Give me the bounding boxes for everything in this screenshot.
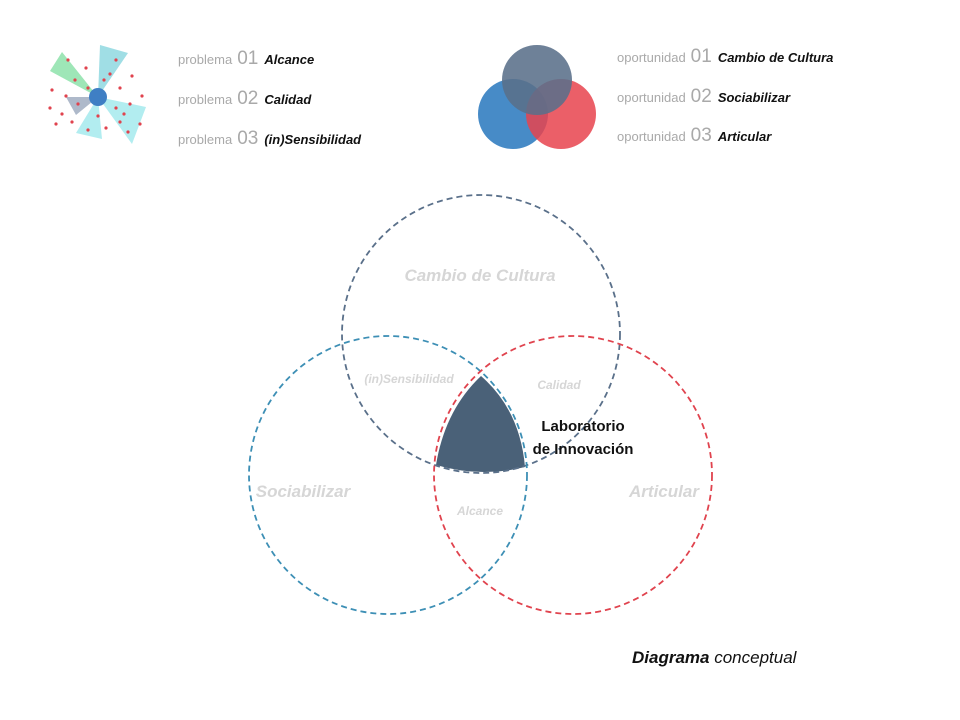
circle-right xyxy=(433,335,713,615)
caption-bold: Diagrama xyxy=(632,648,710,667)
problem-item-3: problema 03 (in)Sensibilidad xyxy=(178,128,361,150)
opportunity-word: oportunidad xyxy=(617,90,686,105)
circle-top-label: Cambio de Cultura xyxy=(404,266,555,285)
fan-scatter-icon xyxy=(48,45,146,144)
opportunity-item-3: oportunidad 03 Articular xyxy=(617,125,771,147)
problem-word: problema xyxy=(178,132,233,147)
circle-left xyxy=(248,335,528,615)
circle-right-label: Articular xyxy=(628,482,700,501)
three-circle-venn-icon xyxy=(478,45,596,149)
diagram-caption: Diagrama conceptual xyxy=(632,648,796,668)
circle-top xyxy=(341,194,621,474)
opportunity-item-2: oportunidad 02 Sociabilizar xyxy=(617,86,790,108)
opportunity-title: Cambio de Cultura xyxy=(717,50,834,65)
problem-title: Calidad xyxy=(264,92,312,107)
center-intersection-region xyxy=(436,376,525,473)
opportunity-word: oportunidad xyxy=(617,50,686,65)
opportunity-number: 02 xyxy=(690,86,712,107)
overlap-top-left-label: (in)Sensibilidad xyxy=(364,372,454,386)
opportunity-word: oportunidad xyxy=(617,129,686,144)
overlap-top-right-label: Calidad xyxy=(537,378,581,392)
problem-word: problema xyxy=(178,92,233,107)
opportunity-number: 01 xyxy=(690,46,712,67)
opportunity-item-1: oportunidad 01 Cambio de Cultura xyxy=(617,46,833,68)
problem-item-2: problema 02 Calidad xyxy=(178,88,311,110)
opportunity-title: Articular xyxy=(717,129,772,144)
center-label-line1: Laboratorio xyxy=(541,418,624,435)
problem-word: problema xyxy=(178,52,233,67)
center-label-line2: de Innovación xyxy=(533,441,634,458)
problem-title: Alcance xyxy=(264,52,315,67)
problem-number: 02 xyxy=(237,88,259,109)
circle-left-label: Sociabilizar xyxy=(256,482,352,501)
problem-item-1: problema 01 Alcance xyxy=(178,48,314,70)
opportunity-number: 03 xyxy=(690,125,712,146)
overlap-left-right-label: Alcance xyxy=(456,504,503,518)
problem-number: 03 xyxy=(237,128,259,149)
opportunity-title: Sociabilizar xyxy=(717,90,791,105)
caption-italic: conceptual xyxy=(714,648,797,667)
problem-title: (in)Sensibilidad xyxy=(264,132,362,147)
problem-number: 01 xyxy=(237,48,259,69)
